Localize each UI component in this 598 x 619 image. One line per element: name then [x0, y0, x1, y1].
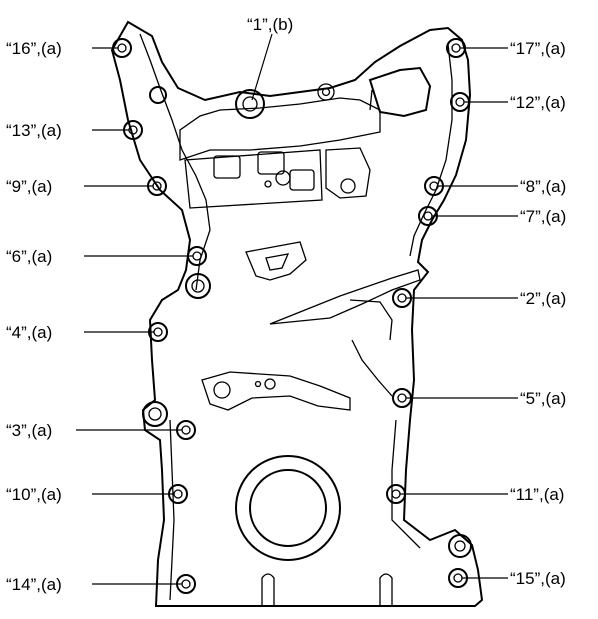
callout-label-2: “2”,(a) — [520, 289, 566, 308]
callout-label-17: “17”,(a) — [510, 39, 566, 58]
callout-label-12: “12”,(a) — [510, 93, 566, 112]
callout-labels: “1”,(b) “16”,(a) “17”,(a) “13”,(a) “12”,… — [6, 15, 566, 594]
callout-label-11: “11”,(a) — [510, 485, 564, 504]
callout-label-14: “14”,(a) — [6, 575, 62, 594]
callout-label-1: “1”,(b) — [247, 15, 293, 34]
callout-label-13: “13”,(a) — [6, 121, 62, 140]
callout-label-9: “9”,(a) — [6, 177, 52, 196]
oil-seal-area — [235, 455, 393, 606]
callout-label-7: “7”,(a) — [520, 207, 566, 226]
callout-label-8: “8”,(a) — [520, 177, 566, 196]
upper-castings — [179, 66, 432, 209]
callout-label-10: “10”,(a) — [6, 485, 62, 504]
callout-label-15: “15”,(a) — [510, 569, 566, 588]
callout-label-5: “5”,(a) — [520, 389, 566, 408]
callout-label-6: “6”,(a) — [6, 247, 52, 266]
bolt-holes — [112, 38, 472, 594]
callout-label-4: “4”,(a) — [6, 323, 52, 342]
callout-label-16: “16”,(a) — [6, 39, 62, 58]
mid-castings — [201, 241, 421, 411]
callout-label-3: “3”,(a) — [6, 421, 52, 440]
leader-lines — [76, 33, 518, 585]
